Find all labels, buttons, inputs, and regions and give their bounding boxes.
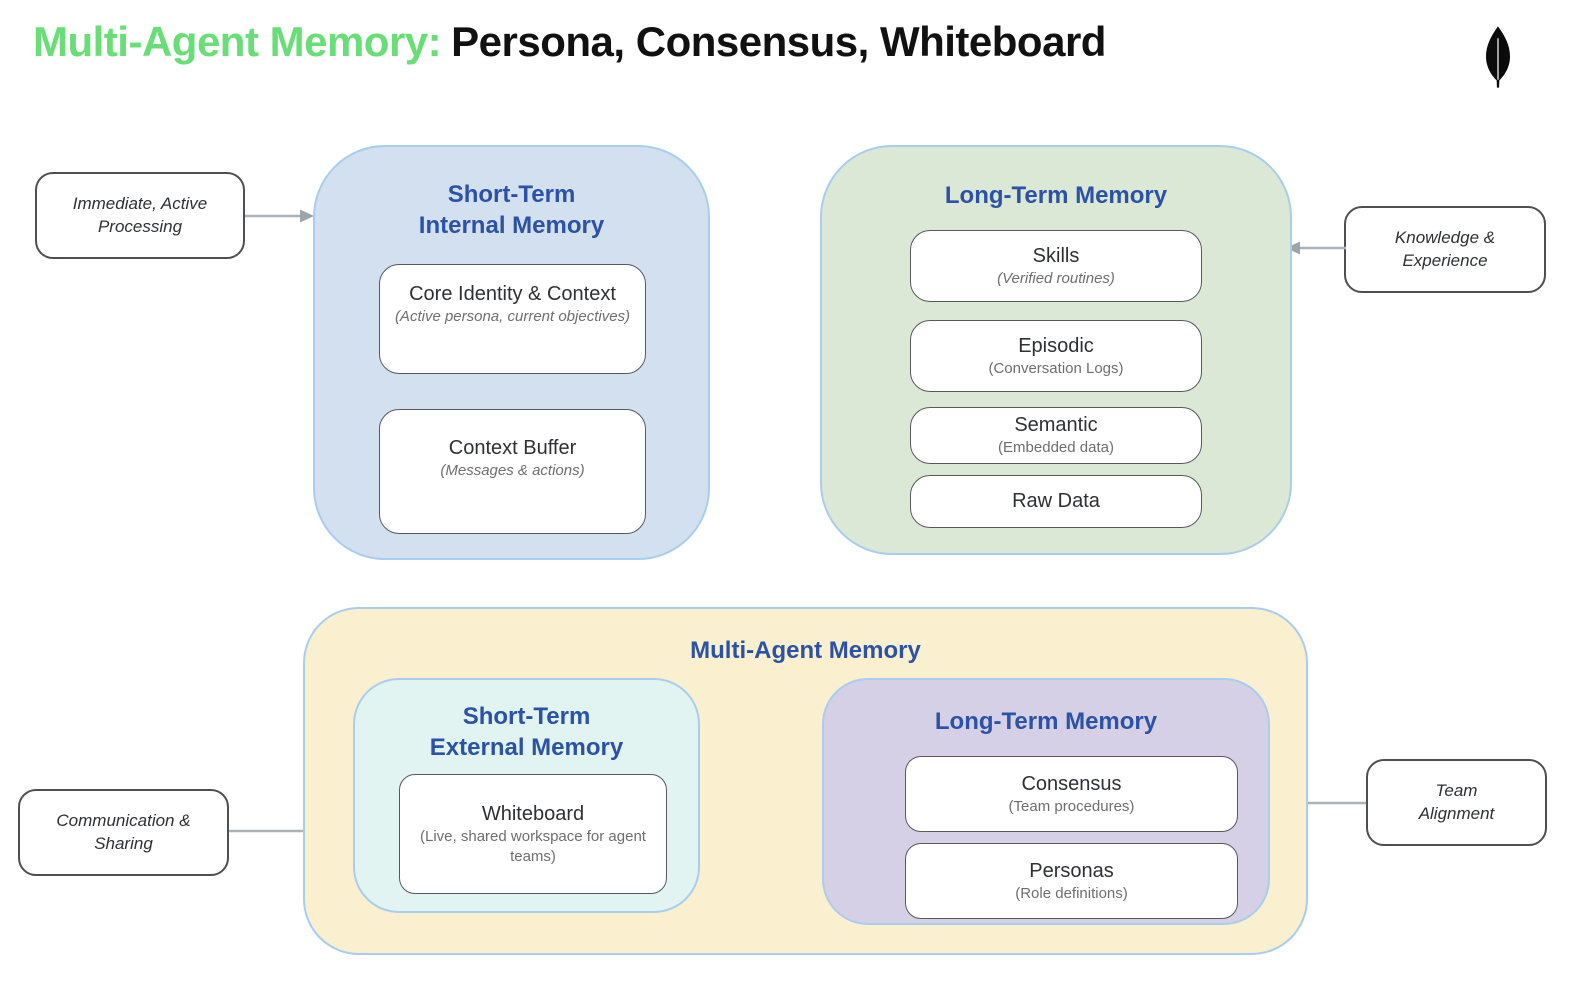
- card-label: Core Identity & Context: [409, 283, 616, 305]
- card-sublabel: (Role definitions): [1015, 884, 1128, 902]
- card-label: Skills: [1032, 244, 1080, 267]
- short-term-internal-memory-container: Short-Term Internal Memory Core Identity…: [313, 145, 710, 560]
- label-immediate-active-processing: Immediate, Active Processing: [35, 172, 245, 259]
- card-sublabel: (Conversation Logs): [988, 359, 1124, 377]
- card-sublabel: (Team procedures): [1008, 797, 1135, 815]
- multi-agent-long-term-memory-container: Long-Term Memory Consensus (Team procedu…: [822, 678, 1270, 925]
- arrow-knowledge-to-long-term-icon: [1286, 241, 1346, 255]
- label-line: Processing: [97, 216, 183, 236]
- short-term-external-memory-title: Short-Term External Memory: [355, 701, 698, 763]
- label-communication-sharing: Communication & Sharing: [18, 789, 229, 876]
- title-line: Short-Term: [462, 703, 591, 730]
- multi-agent-long-term-memory-title: Long-Term Memory: [934, 708, 1158, 735]
- card-sublabel: (Live, shared workspace for agent teams): [420, 828, 646, 865]
- raw-data-card: Raw Data: [910, 475, 1202, 528]
- card-label: Context Buffer: [448, 437, 577, 459]
- core-identity-context-card: Core Identity & Context (Active persona,…: [379, 264, 646, 374]
- label-knowledge-experience: Knowledge & Experience: [1344, 206, 1546, 293]
- label-line: Team: [1435, 780, 1478, 800]
- short-term-internal-memory-title: Short-Term Internal Memory: [315, 179, 708, 241]
- page-title-highlight: Multi-Agent Memory:: [33, 18, 442, 65]
- label-line: Experience: [1402, 250, 1488, 270]
- arrow-immediate-to-short-term-icon: [245, 209, 314, 223]
- card-sublabel: (Active persona, current objectives): [394, 308, 631, 325]
- page-title-rest: Persona, Consensus, Whiteboard: [451, 18, 1106, 65]
- card-label: Episodic: [1018, 334, 1094, 357]
- card-label: Whiteboard: [481, 803, 585, 825]
- skills-card: Skills (Verified routines): [910, 230, 1202, 302]
- card-sublabel: (Embedded data): [998, 439, 1114, 457]
- label-line: Sharing: [94, 833, 153, 853]
- card-label: Raw Data: [1012, 490, 1100, 512]
- card-label: Personas: [1029, 859, 1114, 882]
- card-sublabel: (Messages & actions): [440, 462, 585, 479]
- mongodb-leaf-icon: [1482, 26, 1514, 96]
- label-line: Immediate, Active: [72, 193, 208, 213]
- long-term-memory-title: Long-Term Memory: [944, 182, 1168, 209]
- multi-agent-memory-title: Multi-Agent Memory: [690, 637, 921, 664]
- title-line: Internal Memory: [418, 212, 605, 240]
- title-line: Short-Term: [447, 181, 576, 208]
- card-label: Semantic: [1014, 414, 1098, 437]
- context-buffer-card: Context Buffer (Messages & actions): [379, 409, 646, 534]
- long-term-memory-container: Long-Term Memory Skills (Verified routin…: [820, 145, 1292, 555]
- consensus-card: Consensus (Team procedures): [905, 756, 1238, 832]
- page-title: Multi-Agent Memory:Persona, Consensus, W…: [33, 18, 1106, 66]
- semantic-card: Semantic (Embedded data): [910, 407, 1202, 464]
- whiteboard-card: Whiteboard (Live, shared workspace for a…: [399, 774, 667, 894]
- label-line: Communication &: [56, 810, 191, 830]
- label-line: Alignment: [1418, 803, 1495, 823]
- episodic-card: Episodic (Conversation Logs): [910, 320, 1202, 392]
- mongodb-leaf-icon-svg: [1486, 26, 1510, 88]
- title-line: External Memory: [429, 734, 624, 762]
- card-label: Consensus: [1021, 772, 1122, 795]
- short-term-external-memory-container: Short-Term External Memory Whiteboard (L…: [353, 678, 700, 913]
- label-team-alignment: Team Alignment: [1366, 759, 1547, 846]
- label-line: Knowledge &: [1394, 227, 1496, 247]
- personas-card: Personas (Role definitions): [905, 843, 1238, 919]
- card-sublabel: (Verified routines): [997, 269, 1115, 287]
